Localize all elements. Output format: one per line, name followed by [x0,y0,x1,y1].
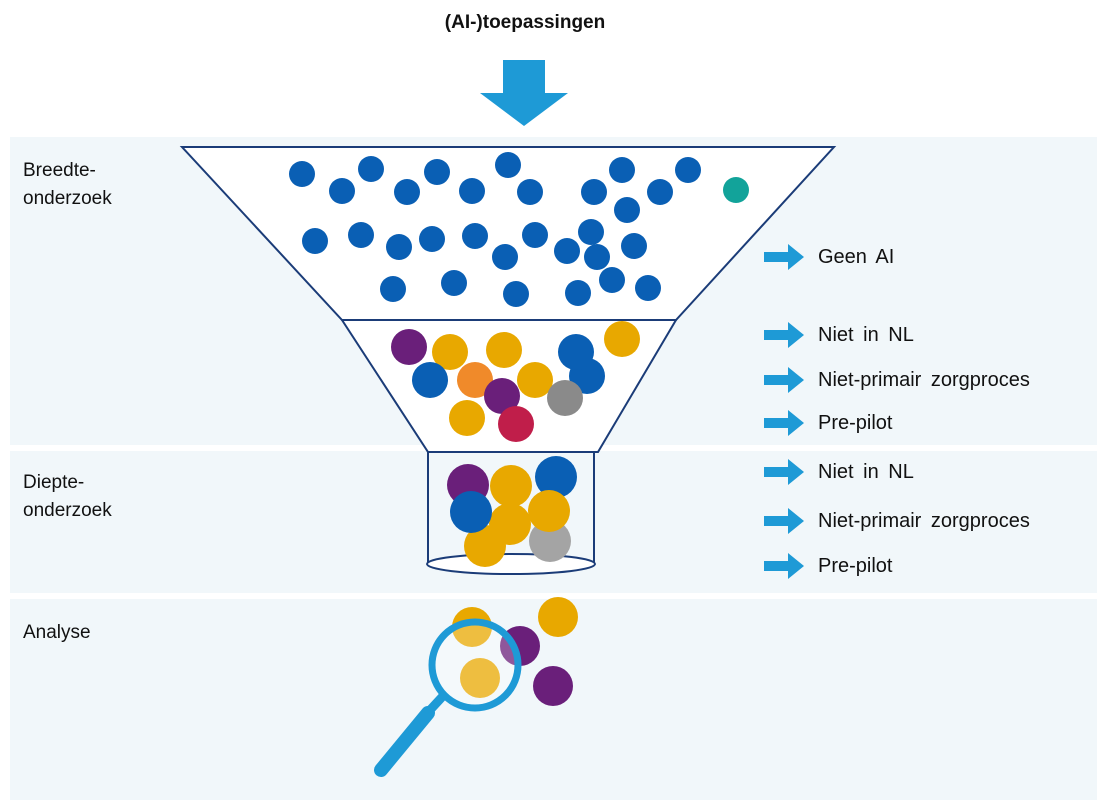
ball [394,179,420,205]
arrow-right-icon [764,322,804,348]
outcome-niet-primair-zorgproces: Niet-primair zorgproces [764,365,1030,395]
arrow-right-icon [764,244,804,270]
ball [558,334,594,370]
ball [391,329,427,365]
ball [490,465,532,507]
ball [424,159,450,185]
ball [302,228,328,254]
ball [486,332,522,368]
arrow-right-icon [764,410,804,436]
ball [459,178,485,204]
ball [348,222,374,248]
ball [449,400,485,436]
outcome-niet-in-nl: Niet in NL [764,320,914,350]
outcome-label: Niet-primair zorgproces [818,368,1030,391]
ball [358,156,384,182]
ball [289,161,315,187]
ball [329,178,355,204]
stage-label-line-2: onderzoek [23,500,112,521]
stage-label-breedteonderzoek: Breedte- onderzoek [23,157,112,213]
arrow-right-icon [764,553,804,579]
top-section-balls [289,152,749,307]
ball [457,362,493,398]
arrow-right-icon [764,508,804,534]
outcome-label: Pre-pilot [818,554,893,577]
ball [554,238,580,264]
ball [450,491,492,533]
ball [441,270,467,296]
ball [533,666,573,706]
ball [386,234,412,260]
ball [599,267,625,293]
magnifying-glass-icon [374,618,522,777]
outcome-label: Niet in NL [818,323,914,346]
funnel-cylinder-base [426,553,596,575]
arrow-right-icon [764,459,804,485]
ball [503,281,529,307]
ball [484,378,520,414]
ball [614,197,640,223]
ball [647,179,673,205]
funnel-cylinder-outline [427,452,595,563]
ball [462,223,488,249]
ball [412,362,448,398]
ball [578,219,604,245]
ball [432,334,468,370]
down-arrow-icon [480,60,568,126]
stage-label-line-1: Breedte- [23,160,96,181]
ball [581,179,607,205]
arrow-right-icon [764,367,804,393]
diagram-title: (AI-)toepassingen [444,12,606,33]
stage-label-analyse: Analyse [23,619,91,647]
ball [547,380,583,416]
ball [723,177,749,203]
ball [522,222,548,248]
cylinder-balls [447,456,577,567]
ball [498,406,534,442]
ball [517,179,543,205]
ball [604,321,640,357]
ball [528,490,570,532]
ball [452,607,492,647]
ball [529,520,571,562]
ball [584,244,610,270]
ball [538,597,578,637]
ball [517,362,553,398]
ball [675,157,701,183]
middle-section-balls [391,321,640,442]
ball [489,503,531,545]
ball [419,226,445,252]
stage-label-diepteonderzoek: Diepte- onderzoek [23,469,112,525]
ball [460,658,500,698]
ball [565,280,591,306]
ball [380,276,406,302]
outcome-pre-pilot: Pre-pilot [764,551,892,581]
ball [495,152,521,178]
outcome-label: Pre-pilot [818,411,893,434]
ball [635,275,661,301]
outcome-label: Niet in NL [818,460,914,483]
outcome-label: Geen AI [818,245,895,268]
stage-label-line-1: Diepte- [23,472,85,493]
outcome-pre-pilot: Pre-pilot [764,408,892,438]
outcome-niet-in-nl: Niet in NL [764,457,914,487]
outcome-geen-ai: Geen AI [764,242,894,272]
stage-label-line-1: Analyse [23,622,91,643]
outcome-label: Niet-primair zorgproces [818,509,1030,532]
outcome-niet-primair-zorgproces: Niet-primair zorgproces [764,506,1030,536]
ball [492,244,518,270]
ball [535,456,577,498]
stage-label-line-2: onderzoek [23,188,112,209]
ball [609,157,635,183]
ball [621,233,647,259]
